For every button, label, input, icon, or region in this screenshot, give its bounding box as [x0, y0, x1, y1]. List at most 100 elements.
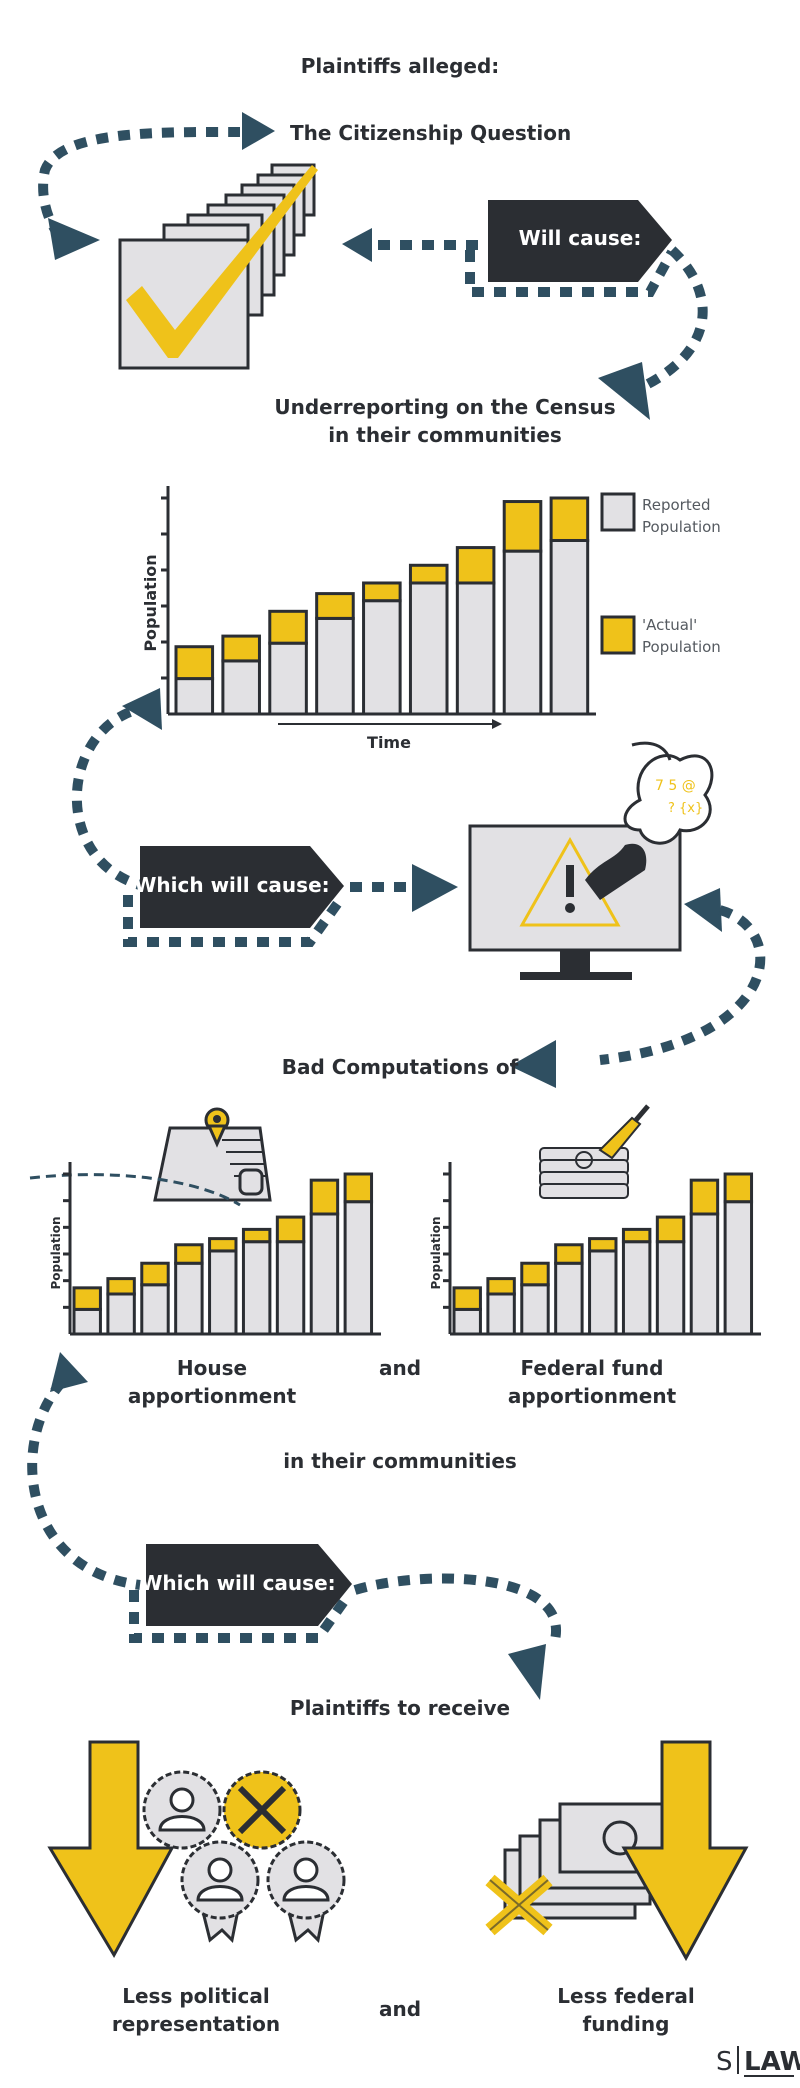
- logo-right: LAW: [744, 2047, 800, 2077]
- chart1-bar-actual: [502, 500, 543, 553]
- chart2-bar-actual: [241, 1227, 272, 1244]
- federal-line1: Federal fund: [521, 1356, 664, 1380]
- population-chart: [161, 486, 596, 716]
- chart2-bar-actual: [140, 1261, 170, 1287]
- chart3-bar-reported: [452, 1307, 482, 1336]
- chart2-bar-reported: [106, 1292, 136, 1336]
- chart2-bar-actual: [208, 1237, 238, 1253]
- chart1-bar-actual: [221, 634, 261, 663]
- chart1-bar-reported: [408, 581, 449, 716]
- chart3-bar-reported: [588, 1249, 618, 1336]
- arrowhead-3: [342, 228, 372, 262]
- page-title: Plaintiffs alleged:: [301, 54, 500, 78]
- down-arrow-icon-right: [621, 1740, 749, 1962]
- chart3-bar-reported: [486, 1292, 516, 1336]
- chart2-bar-actual: [343, 1172, 374, 1204]
- representatives-icon: [142, 1770, 346, 1944]
- time-arrowhead-icon: [492, 719, 502, 729]
- chart3-bar-actual: [520, 1261, 550, 1287]
- arrowhead-10: [508, 1644, 546, 1700]
- chart3-bar-actual: [486, 1277, 516, 1296]
- chart2-bar-reported: [174, 1261, 204, 1336]
- which-will-cause-1-box: [140, 846, 344, 928]
- which-will-cause-2-box: [146, 1544, 352, 1626]
- chart1-bar-actual: [315, 592, 355, 620]
- chart1-bar-actual: [455, 546, 496, 585]
- arrowhead-1: [242, 112, 275, 150]
- chart2-bar-reported: [241, 1240, 272, 1336]
- less-federal-line1: Less federal: [557, 1984, 694, 2008]
- chart1-bar-actual: [268, 609, 308, 645]
- chart2-bar-actual: [106, 1277, 136, 1296]
- chart1-xlabel: Time: [367, 733, 411, 752]
- chart1-bar-reported: [315, 616, 355, 716]
- chart2-bar-actual: [72, 1286, 102, 1311]
- house-apportionment-chart: [63, 1162, 381, 1336]
- chart3-bar-actual: [655, 1215, 686, 1244]
- will-cause-shadow: [465, 249, 677, 297]
- chart2-bar-reported: [275, 1240, 306, 1336]
- chart1-bar-reported: [268, 641, 308, 716]
- step-citizenship-question: The Citizenship Question: [290, 121, 571, 145]
- will-cause-label: Will cause:: [519, 226, 642, 250]
- chart1-bar-reported: [455, 581, 496, 716]
- arrowhead-4: [598, 362, 650, 420]
- will-cause-box: [488, 200, 672, 282]
- svg-text:7 5 @: 7 5 @: [655, 778, 696, 794]
- chart3-bar-reported: [723, 1200, 754, 1336]
- chart1-bar-actual: [408, 563, 449, 585]
- chart3-bar-reported: [655, 1240, 686, 1336]
- chart3-bar-actual: [452, 1286, 482, 1311]
- less-political-line1: Less political: [122, 1984, 269, 2008]
- flow-arrow-3: [637, 246, 708, 393]
- slaw-logo: S LAW: [716, 2046, 800, 2077]
- chart1-bar-reported: [549, 538, 590, 716]
- arrowhead-7: [684, 888, 722, 932]
- legend-reported-swatch: [600, 492, 636, 532]
- chart1-bar-reported: [174, 677, 215, 716]
- underreporting-line2: in their communities: [328, 423, 562, 447]
- and-2: and: [379, 1997, 421, 2021]
- federal-fund-chart: [443, 1162, 761, 1336]
- flow-arrow-4: [71, 707, 142, 890]
- chart1-ylabel: Population: [141, 554, 160, 651]
- logo-left: S: [716, 2047, 733, 2077]
- legend-reported-line2: Population: [642, 518, 721, 536]
- chart1-bar-actual: [549, 496, 590, 542]
- which-will-cause-2-shadow: [129, 1590, 350, 1643]
- checkbox-stack-icon: [118, 163, 318, 370]
- less-federal-line2: funding: [583, 2012, 670, 2036]
- legend-actual-swatch: [600, 615, 636, 655]
- and-1: and: [379, 1356, 421, 1380]
- chart3-ylabel: Population: [429, 1216, 443, 1289]
- chart3-bar-actual: [588, 1237, 618, 1253]
- chart3-bar-actual: [554, 1243, 584, 1265]
- chart3-bar-actual: [689, 1178, 720, 1216]
- arrowhead-2: [48, 218, 100, 260]
- svg-text:? {x}: ? {x}: [668, 801, 703, 816]
- chart3-bar-reported: [689, 1212, 720, 1336]
- chart3-bar-actual: [723, 1172, 754, 1204]
- chart2-bar-reported: [309, 1212, 340, 1336]
- chart1-bar-reported: [502, 549, 543, 716]
- chart3-bar-reported: [621, 1240, 652, 1336]
- federal-line2: apportionment: [508, 1384, 677, 1408]
- chart1-bar-reported: [221, 659, 261, 716]
- flow-arrow-6: [599, 905, 766, 1065]
- arrowhead-8: [510, 1040, 556, 1088]
- down-arrow-icon-left: [47, 1740, 175, 1959]
- arrowhead-6: [412, 864, 458, 912]
- broken-monitor-icon: 7 5 @ ? {x}: [468, 741, 714, 980]
- chart1-bar-actual: [174, 645, 215, 681]
- which-will-cause-1-shadow: [123, 895, 345, 947]
- which-will-cause-2-label: Which will cause:: [140, 1571, 335, 1595]
- arrowhead-5: [122, 688, 162, 730]
- flow-arrow-7: [27, 1378, 141, 1590]
- dashed-border-line: [29, 1173, 241, 1207]
- less-political-line2: representation: [112, 2012, 280, 2036]
- chart1-bar-reported: [362, 599, 402, 716]
- chart2-bar-reported: [343, 1200, 374, 1336]
- chart2-bar-reported: [208, 1249, 238, 1336]
- legend-actual-line2: Population: [642, 638, 721, 656]
